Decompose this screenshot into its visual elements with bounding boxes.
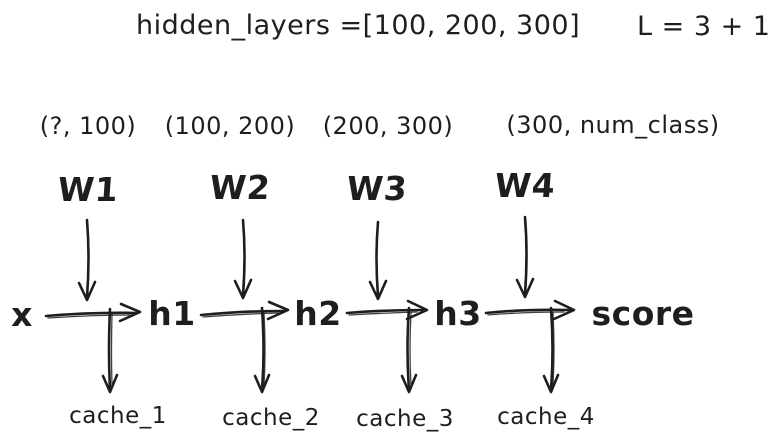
w4-down-arrow <box>515 215 535 299</box>
w4-label: W4 <box>493 166 557 205</box>
node-h1: h1 <box>148 294 196 333</box>
w1-shape-label: (?, 100) <box>39 112 137 140</box>
w2-label: W2 <box>208 168 272 207</box>
flow-arrow-h3-score <box>484 299 576 321</box>
node-score: score <box>591 294 695 333</box>
w2-shape-label: (100, 200) <box>164 112 296 140</box>
w3-label: W3 <box>345 169 409 208</box>
depth-formula-text: L = 3 + 1 <box>637 11 771 42</box>
w3-down-arrow <box>368 220 388 301</box>
w3-shape-label: (200, 300) <box>322 112 454 140</box>
flow-arrow-h2-h3 <box>345 299 429 321</box>
cache1-down-arrow <box>101 307 119 394</box>
cache4-down-arrow <box>542 306 560 394</box>
cache3-down-arrow <box>400 306 418 394</box>
w4-shape-label: (300, num_class) <box>506 111 720 139</box>
hidden-layers-text: hidden_layers =[100, 200, 300] <box>136 10 581 41</box>
node-h2: h2 <box>294 294 342 333</box>
cache1-label: cache_1 <box>69 403 167 429</box>
node-x: x <box>11 295 33 334</box>
w2-down-arrow <box>233 218 253 300</box>
flow-arrow-h1-h2 <box>199 300 290 321</box>
cache4-label: cache_4 <box>497 404 595 430</box>
w1-label: W1 <box>56 170 120 209</box>
cache2-label: cache_2 <box>222 405 320 431</box>
flow-arrow-x-h1 <box>44 302 142 323</box>
cache3-label: cache_3 <box>356 406 454 432</box>
cache2-down-arrow <box>253 306 271 394</box>
w1-down-arrow <box>77 218 97 302</box>
node-h3: h3 <box>434 294 482 333</box>
